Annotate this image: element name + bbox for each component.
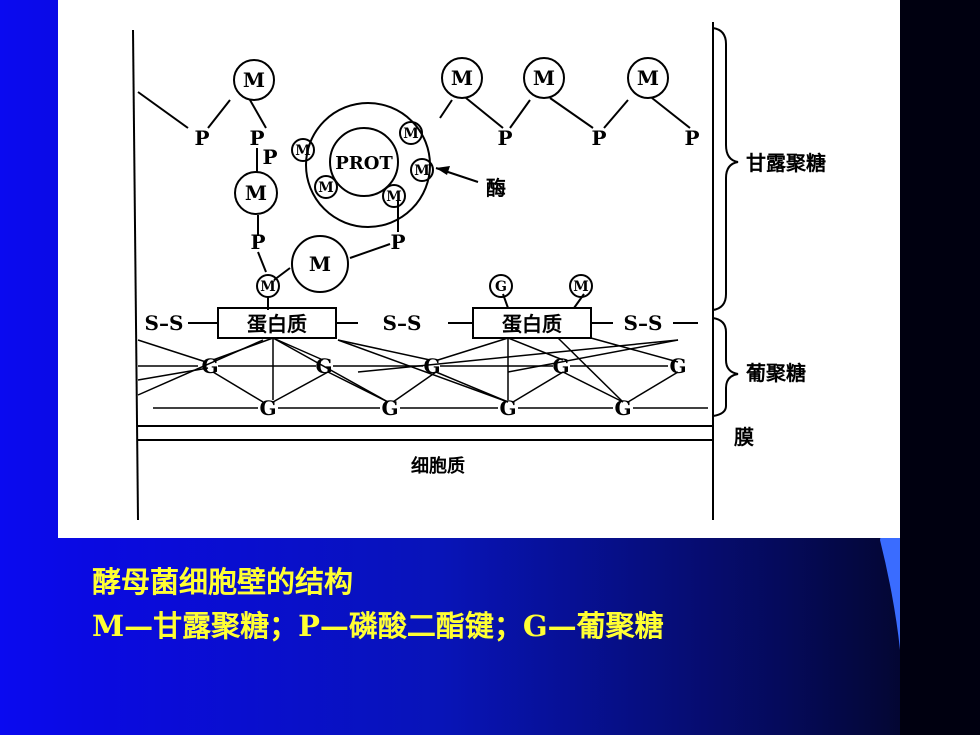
glucan-layer — [137, 337, 713, 441]
prot-label: PROT — [335, 153, 393, 174]
mannose-label: M — [386, 189, 402, 205]
glucose-label: G — [201, 354, 218, 378]
enzyme-label: 酶 — [486, 176, 506, 200]
disulfide-label: S–S — [624, 311, 663, 335]
disulfide-label: S–S — [145, 311, 184, 335]
mannose-label: M — [637, 66, 659, 90]
wall-left-line — [132, 29, 139, 521]
cytoplasm-label: 细胞质 — [411, 455, 465, 477]
mannose-label: M — [414, 163, 430, 179]
mannan-layer-label: 甘露聚糖 — [746, 151, 826, 175]
glucose-label: G — [499, 396, 516, 420]
glucose-label: G — [495, 279, 507, 295]
mannose-label: M — [260, 279, 276, 295]
protein-layer — [188, 307, 698, 339]
membrane-label: 膜 — [733, 425, 754, 449]
glucose-label: G — [669, 354, 686, 378]
mannose-label: M — [533, 66, 555, 90]
glucose-label: G — [381, 396, 398, 420]
phosphate-label: P — [591, 126, 606, 150]
mannose-label: M — [451, 66, 473, 90]
phosphate-label: P — [497, 126, 512, 150]
disulfide-label: S–S — [383, 311, 422, 335]
protein-label: 蛋白质 — [247, 312, 307, 336]
slide-caption: 酵母菌细胞壁的结构 M—甘露聚糖；P—磷酸二酯键；G—葡聚糖 — [92, 560, 664, 648]
layer-braces — [712, 27, 739, 417]
glucose-label: G — [552, 354, 569, 378]
phosphate-label: P — [250, 230, 265, 254]
glucose-label: G — [423, 354, 440, 378]
cell-wall-figure: M M M M M M M G M M M M M M PROT P P P P… — [58, 0, 900, 538]
glucose-label: G — [315, 354, 332, 378]
mannose-label: M — [309, 252, 331, 276]
phosphate-label: P — [684, 126, 699, 150]
mannan-layer — [137, 57, 691, 310]
protein-label: 蛋白质 — [502, 312, 562, 336]
right-dark-band — [900, 0, 980, 735]
phosphate-label: P — [262, 145, 277, 169]
glucan-layer-label: 葡聚糖 — [745, 361, 806, 385]
caption-title: 酵母菌细胞壁的结构 — [92, 565, 354, 599]
mannose-label: M — [245, 181, 267, 205]
mannose-label: M — [318, 180, 334, 196]
glucose-label: G — [614, 396, 631, 420]
mannose-label: M — [295, 143, 311, 159]
mannose-label: M — [573, 279, 589, 295]
phosphate-label: P — [249, 126, 264, 150]
phosphate-label: P — [390, 230, 405, 254]
mannose-label: M — [403, 126, 419, 142]
caption-legend: M—甘露聚糖；P—磷酸二酯键；G—葡聚糖 — [92, 609, 664, 643]
phosphate-label: P — [194, 126, 209, 150]
mannose-label: M — [243, 68, 265, 92]
enzyme-complex — [305, 102, 431, 228]
glucose-label: G — [259, 396, 276, 420]
